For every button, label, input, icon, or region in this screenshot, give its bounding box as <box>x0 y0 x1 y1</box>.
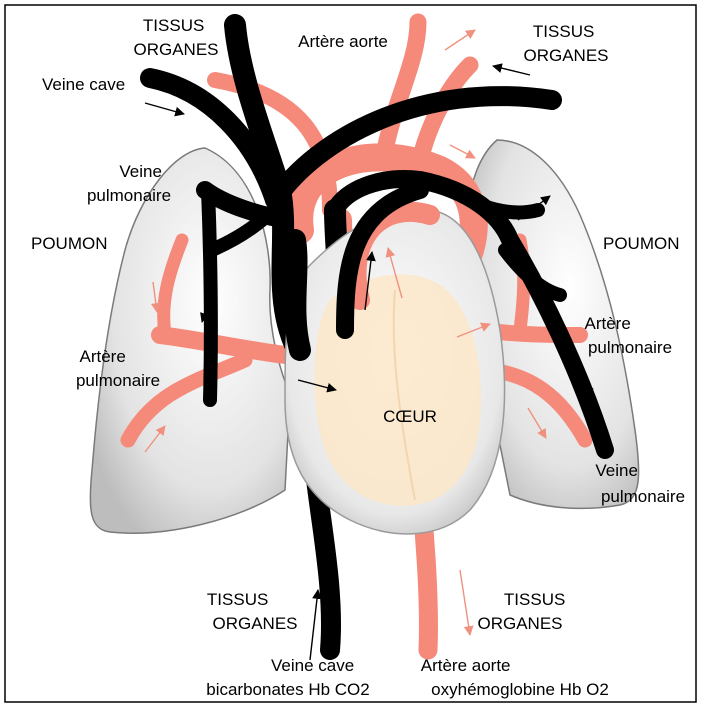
poumon-right-label: POUMON <box>603 234 680 253</box>
poumon-left-label: POUMON <box>31 234 108 253</box>
coeur-label: CŒUR <box>383 407 437 426</box>
arteria-aorte-top-label: Artère aorte <box>298 32 388 51</box>
vena-cava-front <box>295 240 300 350</box>
veine-cave-top-label: Veine cave <box>42 75 125 94</box>
